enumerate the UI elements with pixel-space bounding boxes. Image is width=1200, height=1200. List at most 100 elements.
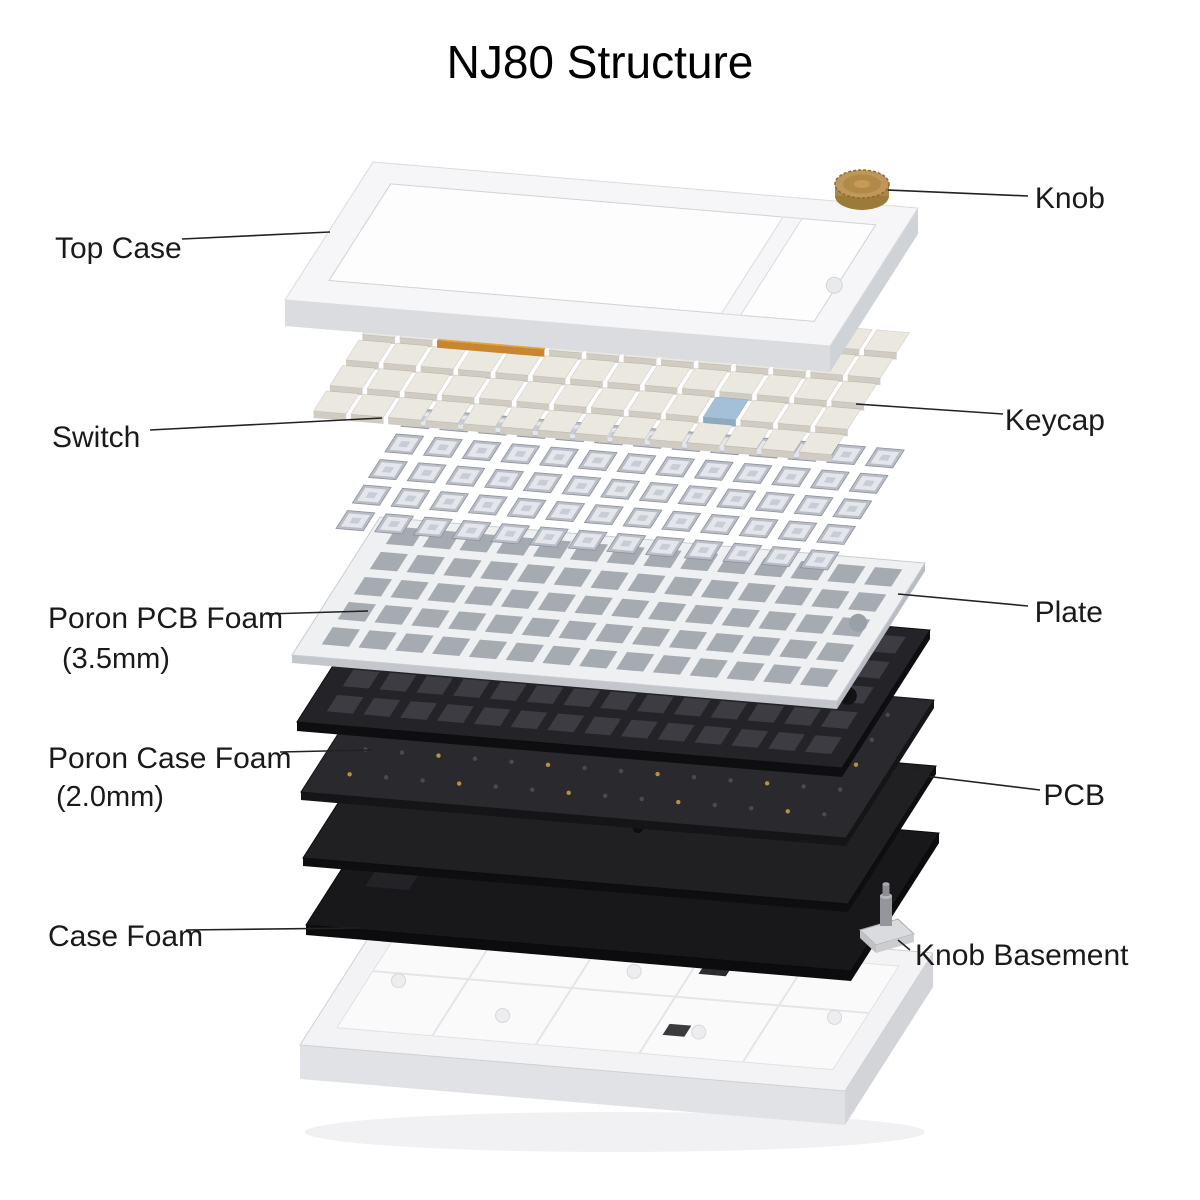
solder-pad <box>853 762 859 767</box>
foam-cutout <box>710 700 748 720</box>
keycap <box>345 339 393 364</box>
tray-rib <box>372 970 869 1015</box>
switch-stem <box>652 489 665 496</box>
switch-stem <box>542 533 555 541</box>
switch-stem <box>381 466 395 473</box>
solder-pad <box>639 796 644 802</box>
keycap-side <box>649 439 683 450</box>
top-case <box>284 161 919 372</box>
label-plate: Plate <box>1035 596 1103 629</box>
switch-cutout <box>516 564 556 584</box>
keycap-side <box>462 423 496 434</box>
foam-cutout <box>473 707 511 727</box>
label-pcb: PCB <box>1043 779 1105 812</box>
leader-switch <box>149 417 383 431</box>
keycap <box>847 355 894 379</box>
screw-post <box>626 963 642 979</box>
foam-cutout <box>510 710 548 730</box>
keycap <box>814 406 862 430</box>
keycap <box>537 409 584 433</box>
switch-stem <box>387 520 401 528</box>
switch-cutout <box>795 614 834 634</box>
label-knob-basement: Knob Basement <box>915 939 1129 972</box>
leader-top-case <box>181 231 331 240</box>
solder-pad <box>822 812 827 817</box>
switch-stem <box>614 486 627 493</box>
switch-cutout <box>353 576 393 597</box>
switch-cutout <box>468 639 508 660</box>
keycap <box>665 393 712 417</box>
floor-shadow <box>305 1112 925 1152</box>
foam-cutout <box>526 685 564 705</box>
foam-cutout <box>437 704 474 723</box>
switch-stem <box>829 531 843 538</box>
switch-cutout <box>763 664 802 684</box>
switch-cutout <box>369 551 409 572</box>
switch-cutout <box>542 645 581 666</box>
switch-stem <box>504 530 517 537</box>
solder-pad <box>885 712 890 718</box>
solder-pad <box>869 737 875 743</box>
keycap <box>478 377 526 402</box>
switch-cutout <box>448 611 487 631</box>
keycap-accent-orange-side <box>437 340 545 357</box>
solder-pad <box>530 787 535 792</box>
knob-basement <box>859 882 915 953</box>
switch-cutout <box>500 589 540 609</box>
switch-cutout <box>521 617 560 638</box>
foam-cutout <box>820 710 858 729</box>
solder-pad <box>785 809 791 814</box>
switch-stem <box>552 454 566 461</box>
switch-cutout <box>443 558 482 578</box>
keycap <box>420 345 467 370</box>
solder-pad <box>347 772 352 777</box>
switch-stem <box>459 473 472 480</box>
switch-cutout <box>815 642 855 662</box>
switch-stem <box>675 518 688 525</box>
switch-cutout <box>827 563 866 584</box>
keycap <box>382 342 430 367</box>
switch-cutout <box>864 567 903 587</box>
label-poron-pcb-foam: Poron PCB Foam <box>48 602 283 635</box>
foam-cutout <box>547 713 585 733</box>
solder-pad <box>493 784 498 789</box>
encoder-tip-top <box>882 882 890 886</box>
keycap-side <box>798 451 832 462</box>
switch-cutout <box>537 592 576 613</box>
leader-plate <box>897 593 1029 607</box>
switch-cutout <box>358 630 397 650</box>
label-poron-pcb-foam-size: (3.5mm) <box>62 643 170 675</box>
switch-stem <box>514 450 527 458</box>
switch-stem <box>813 556 826 563</box>
keycap <box>739 399 787 424</box>
solder-pad <box>837 787 843 792</box>
switch-cutout <box>811 589 850 609</box>
leader-pcb <box>891 771 1041 791</box>
layer-side-front <box>285 300 830 372</box>
switch-stem <box>436 444 450 451</box>
solder-pad <box>603 793 608 799</box>
switch-cutout <box>684 604 724 625</box>
switch-cutout <box>432 636 471 657</box>
switch-cutout <box>700 579 740 600</box>
switch-cutout <box>737 582 776 603</box>
layer-side-right <box>837 563 925 709</box>
switch-stem <box>846 505 859 512</box>
solder-pad <box>456 781 462 786</box>
switch-stem <box>349 517 362 524</box>
switch-stem <box>365 492 378 499</box>
switch-stem <box>481 501 494 509</box>
foam-cutout <box>637 694 674 714</box>
foam-cutout <box>600 691 637 711</box>
keycap <box>793 377 841 401</box>
solder-pad <box>801 784 806 789</box>
switch-stem <box>707 467 720 474</box>
label-case-foam: Case Foam <box>48 920 203 953</box>
foam-cutout <box>694 725 732 745</box>
switch-cutout <box>553 567 592 587</box>
keycap-side <box>686 442 720 453</box>
screw-post <box>827 1009 842 1025</box>
switch-stem <box>730 495 743 503</box>
switch-stem <box>774 553 788 560</box>
keycap <box>627 390 675 414</box>
